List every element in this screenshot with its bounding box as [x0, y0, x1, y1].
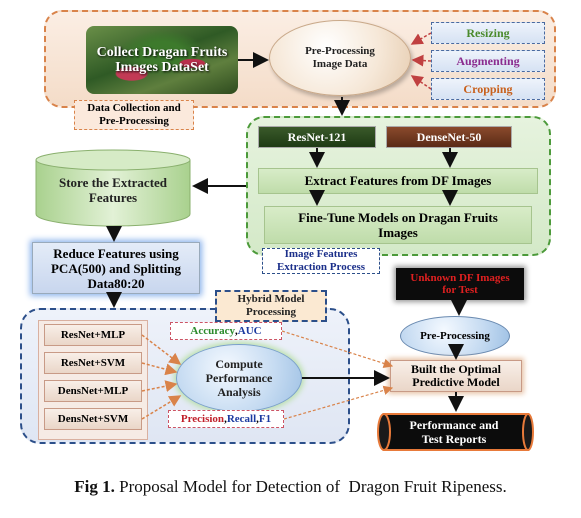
arrow-augmenting [411, 54, 432, 67]
finetune-label: Fine-Tune Models on Dragan Fruits Images [298, 210, 498, 240]
metric-separator: , [224, 413, 227, 425]
arrow-model2-compute [141, 362, 178, 376]
collect-dataset-label: Collect Dragan Fruits Images DataSet [96, 45, 228, 75]
model-densnet-svm-label: DensNet+SVM [57, 413, 129, 425]
augmenting-label: Augmenting [456, 53, 520, 68]
resizing-node: Resizing [431, 22, 545, 44]
arrow-model3-compute [141, 380, 178, 392]
finetune-node: Fine-Tune Models on Dragan Fruits Images [264, 206, 532, 244]
arrow-model1-compute [141, 334, 182, 365]
arrow-metrics-top [281, 330, 394, 369]
model-resnet-mlp: ResNet+MLP [44, 324, 142, 346]
store-features-label: Store the Extracted Features [34, 170, 192, 210]
store-features-text: Store the Extracted Features [58, 175, 168, 205]
model-resnet-mlp-label: ResNet+MLP [60, 329, 126, 341]
unknown-images-node: Unknown DF Images for Test [396, 268, 524, 300]
optimal-model-node: Built the Optimal Predictive Model [390, 360, 522, 392]
hybrid-model-label: Hybrid Model Processing [215, 290, 327, 322]
extract-features-label: Extract Features from DF Images [304, 173, 492, 188]
model-densnet-svm: DensNet+SVM [44, 408, 142, 430]
caption-text: Proposal Model for Detection of Dragon F… [114, 477, 507, 496]
hybrid-model-label-text: Hybrid Model Processing [237, 293, 305, 318]
report-text: Performance and Test Reports [409, 418, 499, 446]
model-resnet-svm: ResNet+SVM [44, 352, 142, 374]
arrow-resizing [410, 32, 432, 45]
collect-dataset-node: Collect Dragan Fruits Images DataSet [86, 26, 238, 94]
metric-separator: , [235, 325, 238, 337]
unknown-images-label: Unknown DF Images for Test [410, 272, 510, 296]
cropping-label: Cropping [463, 81, 513, 96]
arrow-metrics-bottom [283, 385, 394, 420]
feature-extraction-label: Image Features Extraction Process [262, 248, 380, 274]
metric-accuracy: Accuracy [190, 325, 235, 337]
reduce-features-node: Reduce Features using PCA(500) and Split… [32, 242, 200, 294]
arrow-model4-compute [141, 395, 182, 420]
feature-extraction-label-text: Image Features Extraction Process [276, 248, 366, 273]
model-resnet-svm-label: ResNet+SVM [60, 357, 126, 369]
test-preprocessing-label: Pre-Processing [420, 329, 490, 342]
resizing-label: Resizing [466, 25, 510, 40]
cropping-node: Cropping [431, 78, 545, 100]
model-densnet-mlp: DensNet+MLP [44, 380, 142, 402]
densenet-label: DenseNet-50 [416, 129, 482, 144]
compute-performance-label: Compute Performance Analysis [205, 357, 273, 399]
metrics-accuracy-auc: Accuracy, AUC [170, 322, 282, 340]
optimal-model-label: Built the Optimal Predictive Model [410, 362, 501, 389]
model-densnet-mlp-label: DensNet+MLP [57, 385, 129, 397]
augmenting-node: Augmenting [431, 50, 545, 72]
extract-features-node: Extract Features from DF Images [258, 168, 538, 194]
metric-auc: AUC [237, 325, 262, 337]
preprocessing-label: Pre-Processing Image Data [305, 45, 375, 70]
resnet-label: ResNet-121 [287, 129, 347, 144]
data-collection-label-text: Data Collection and Pre-Processing [87, 102, 181, 127]
caption-prefix: Fig 1. [74, 477, 115, 496]
arrow-cropping [410, 75, 432, 90]
preprocessing-node: Pre-Processing Image Data [269, 20, 411, 96]
figure-caption: Fig 1. Proposal Model for Detection of D… [0, 476, 581, 498]
metrics-precision-recall-f1: Precision, Recall, F1 [168, 410, 284, 428]
report-scroll-node [377, 413, 534, 451]
metric-separator: , [256, 413, 259, 425]
data-collection-label: Data Collection and Pre-Processing [74, 100, 194, 130]
report-label: Performance and Test Reports [384, 414, 524, 450]
metric-precision: Precision [180, 413, 225, 425]
resnet-node: ResNet-121 [258, 126, 376, 148]
densenet-node: DenseNet-50 [386, 126, 512, 148]
reduce-features-label: Reduce Features using PCA(500) and Split… [50, 245, 182, 291]
store-features-node [35, 149, 191, 227]
compute-performance-node: Compute Performance Analysis [176, 344, 302, 412]
metric-recall: Recall [226, 413, 257, 425]
metric-f1: F1 [258, 413, 272, 425]
